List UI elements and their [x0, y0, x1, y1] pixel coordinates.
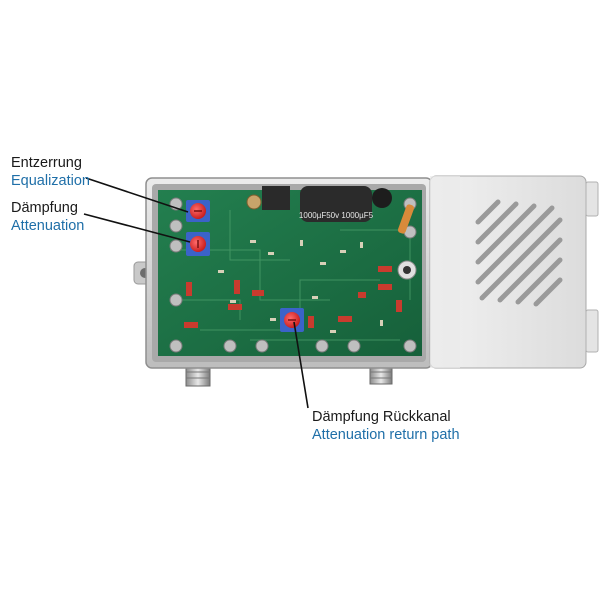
housing-cover [429, 175, 599, 369]
return-path-label-en: Attenuation return path [312, 427, 460, 443]
attenuation-label: Dämpfung Attenuation [11, 199, 84, 235]
return-path-label-de: Dämpfung Rückkanal [312, 409, 451, 425]
attenuation-leader-line [83, 213, 191, 243]
return-path-label: Dämpfung Rückkanal Attenuation return pa… [312, 408, 460, 444]
equalization-label-de: Entzerrung [11, 155, 82, 171]
equalization-leader-line [85, 177, 189, 213]
return-path-leader-line [293, 321, 309, 409]
capacitor: 1000µF50v 1000µF5 [299, 186, 374, 222]
attenuation-label-en: Attenuation [11, 218, 85, 234]
return-path-potentiometer[interactable] [280, 308, 304, 332]
ventilation-slots [475, 199, 563, 307]
capacitor-marking: 1000µF50v 1000µF5 [299, 211, 374, 220]
equalization-potentiometer[interactable] [186, 200, 210, 222]
attenuation-potentiometer[interactable] [186, 232, 210, 256]
equalization-label-en: Equalization [11, 173, 90, 189]
equalization-label: Entzerrung Equalization [11, 154, 90, 190]
attenuation-label-de: Dämpfung [11, 200, 78, 216]
regulator-chip [262, 186, 290, 210]
leader-lines [83, 177, 309, 409]
